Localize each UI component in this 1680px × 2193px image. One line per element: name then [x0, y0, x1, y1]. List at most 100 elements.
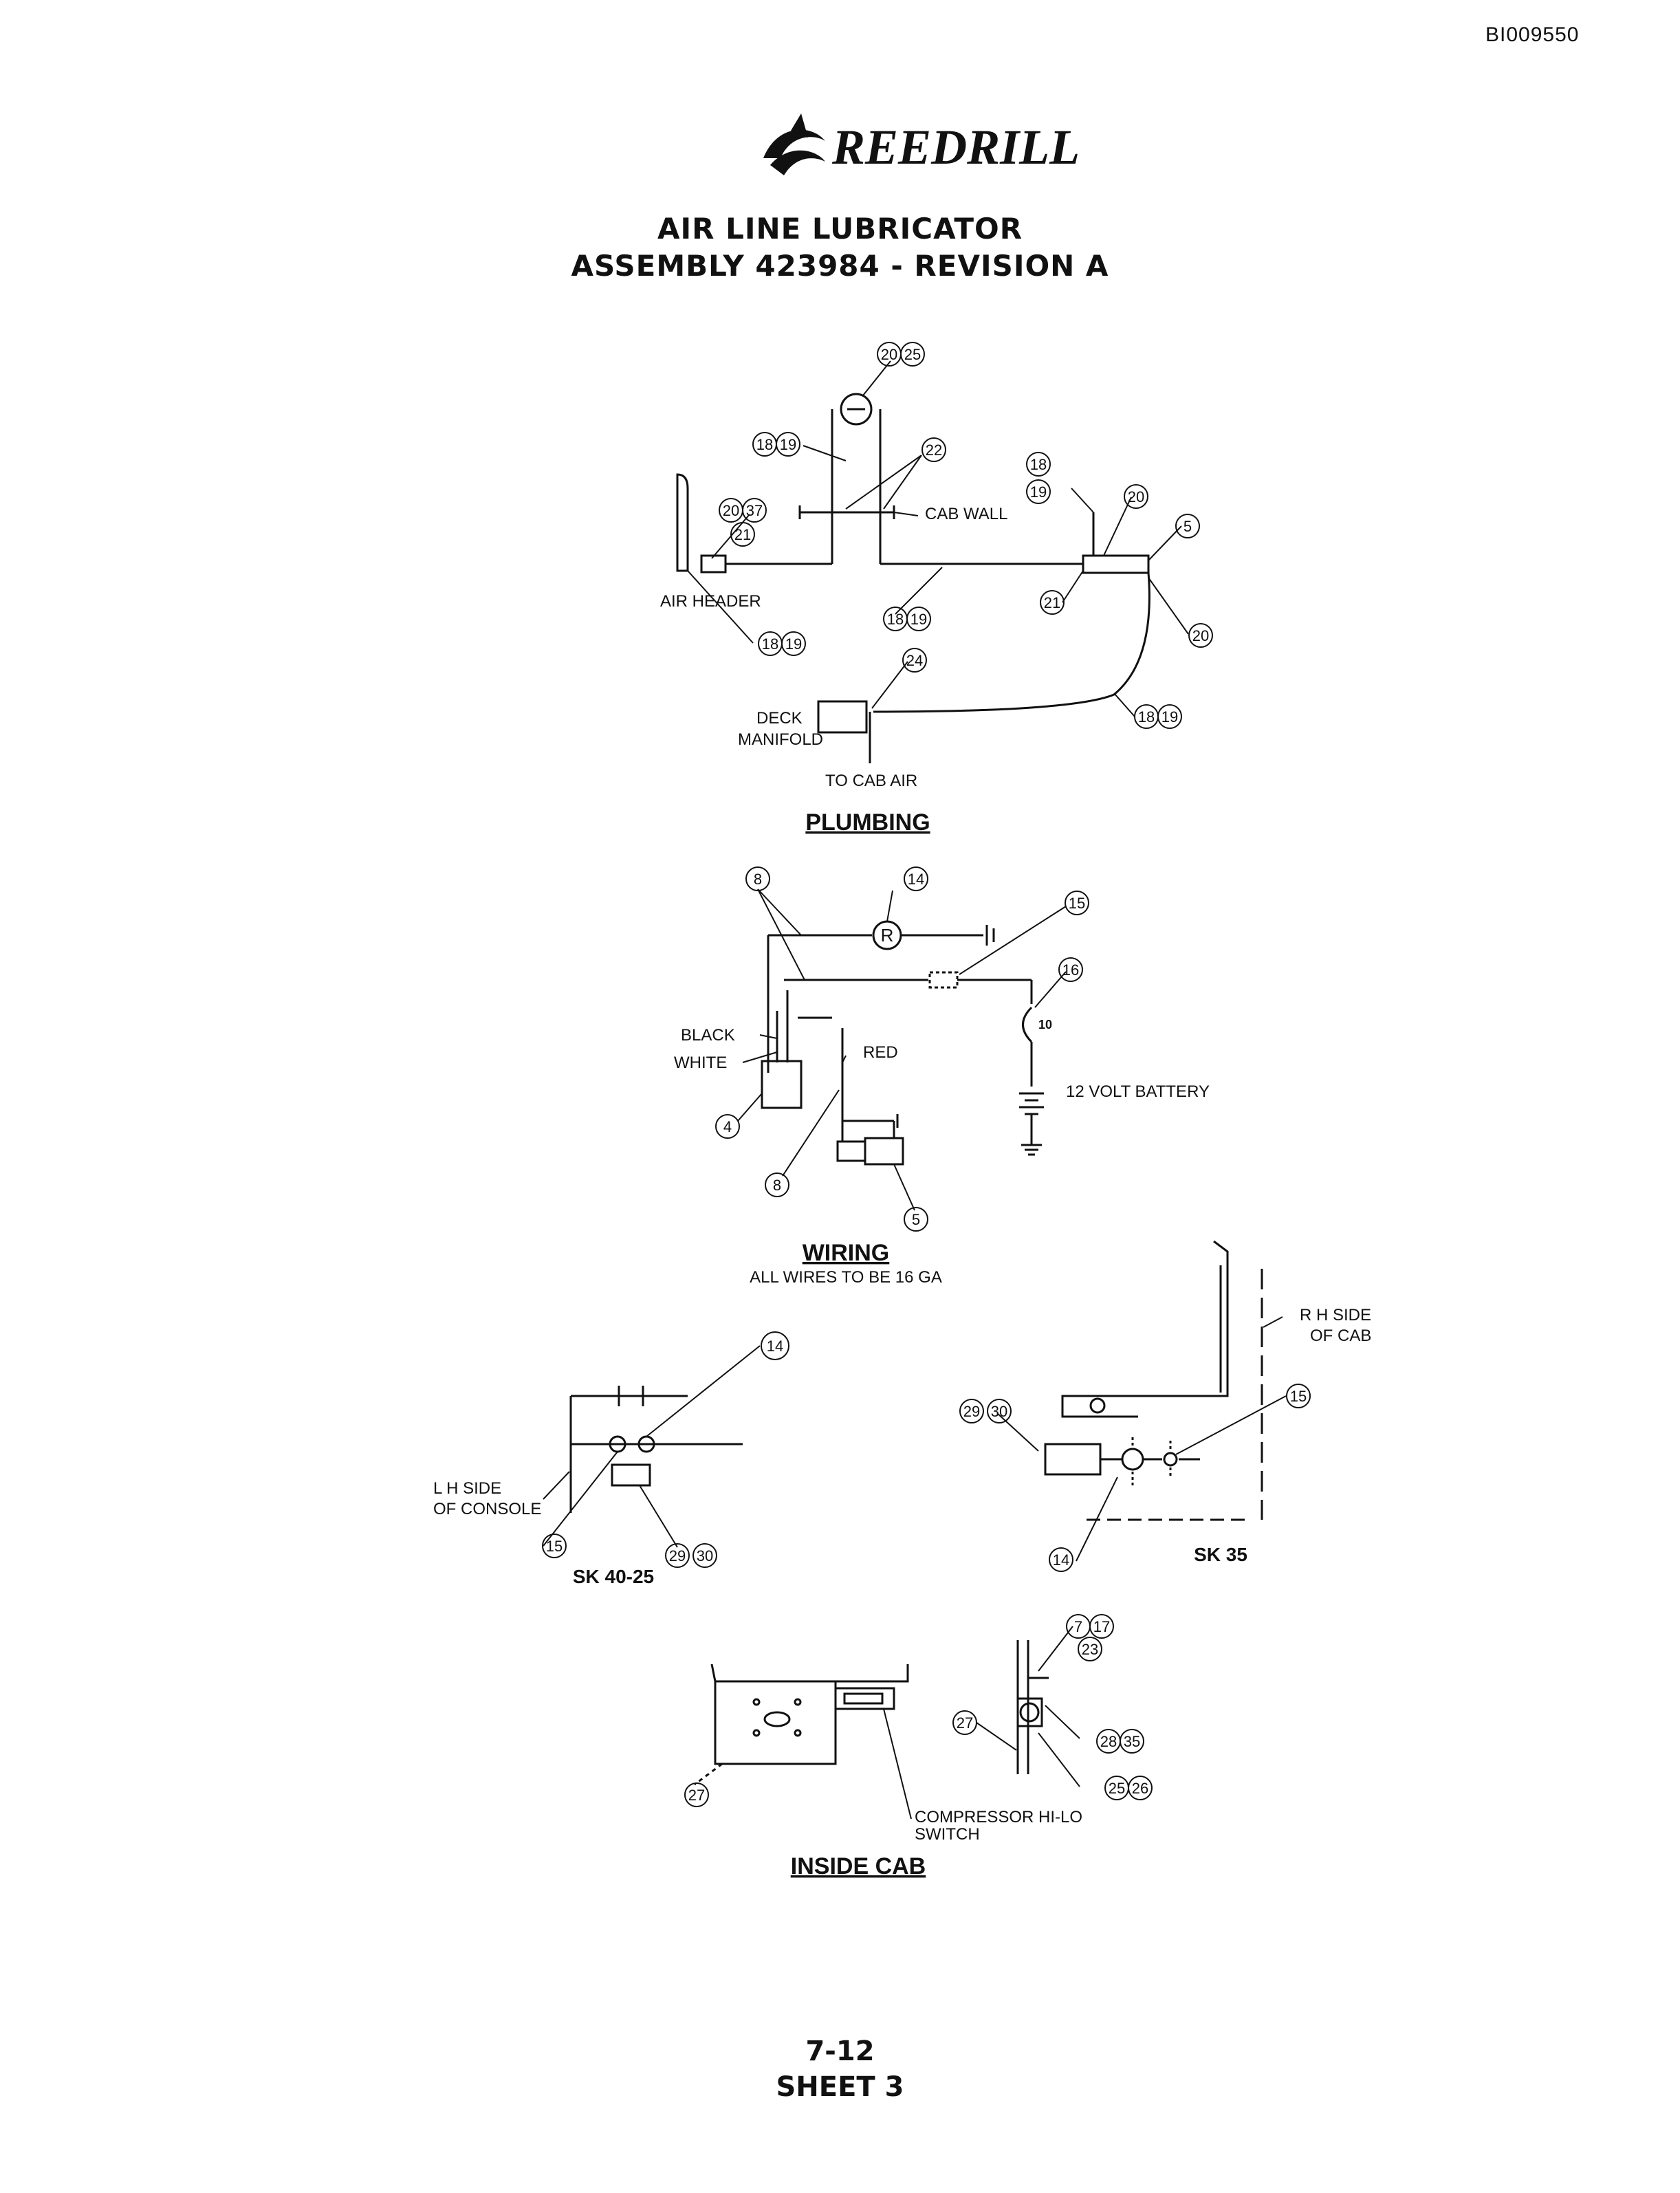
balloon-number: 21: [1044, 594, 1060, 611]
plumbing-drawing: [676, 360, 1189, 763]
sk-35-view: [996, 1240, 1287, 1562]
balloon: [1049, 1547, 1073, 1572]
plumbing-balloons: 20 25 18 19 22 18 19 20 20 37 21 5 21 18…: [719, 342, 1213, 729]
inside-cab-balloons: 27 7 17 23 27 28 35 25 26: [684, 1614, 1153, 1807]
balloon-number: 30: [991, 1403, 1007, 1420]
air-header-pipe: [676, 473, 689, 572]
balloon-number: 20: [1128, 488, 1144, 505]
balloon: [952, 1710, 977, 1735]
balloon-number: 19: [1161, 708, 1178, 725]
hose-to-manifold: [873, 572, 1150, 713]
balloon: [1188, 623, 1213, 648]
balloon-number: 25: [1109, 1780, 1125, 1797]
logo-swirl-icon: [763, 113, 825, 175]
plumbing-section-title: PLUMBING: [805, 809, 930, 836]
compressor-label-line-2: SWITCH: [915, 1825, 980, 1844]
fuse-symbol: [1022, 1006, 1033, 1043]
balloon: [776, 432, 800, 457]
relay-label: R: [881, 925, 894, 946]
balloon-number: 35: [1124, 1733, 1140, 1750]
solenoid-valve: [836, 1140, 866, 1162]
sk-40-25-view: [543, 1345, 761, 1548]
balloon-number: 19: [780, 436, 796, 453]
mounting-panel: [714, 1680, 837, 1765]
balloon: [900, 342, 925, 367]
balloon-number: 25: [904, 346, 921, 363]
lubricator-bracket: [1016, 1697, 1043, 1727]
inside-cab-section-title: INSIDE CAB: [791, 1853, 926, 1879]
page-number: 7-12: [805, 2036, 875, 2067]
balloon-number: 14: [1053, 1551, 1069, 1569]
balloon: [959, 1399, 984, 1423]
balloon-number: 5: [912, 1211, 920, 1228]
balloon: [715, 1114, 740, 1139]
balloon: [1175, 514, 1200, 538]
balloon: [765, 1172, 789, 1197]
inside-cab-drawing: [694, 1626, 1080, 1820]
battery-label: 12 VOLT BATTERY: [1066, 1082, 1210, 1101]
balloon: [904, 1207, 928, 1232]
balloon-number: 24: [906, 652, 923, 669]
balloon: [1026, 452, 1051, 477]
fuse-rating: 10: [1038, 1018, 1052, 1032]
balloon-number: 16: [1062, 961, 1079, 979]
air-header-label: AIR HEADER: [660, 592, 761, 611]
balloon: [1065, 891, 1089, 915]
logo-text: REEDRILL: [831, 120, 1080, 175]
balloon: [1078, 1637, 1102, 1661]
title-line-2: ASSEMBLY 423984 - REVISION A: [571, 249, 1109, 283]
document-id: BI009550: [1485, 23, 1580, 46]
balloon: [745, 866, 770, 891]
air-header-fitting: [700, 554, 727, 574]
balloon-number: 20: [723, 502, 739, 519]
balloon-number: 18: [887, 611, 904, 628]
switch: [1121, 1448, 1144, 1471]
balloon-number: 21: [734, 526, 751, 543]
balloon: [1058, 957, 1083, 982]
balloon-number: 37: [746, 502, 763, 519]
balloon-number: 19: [785, 635, 802, 653]
balloon-number: 18: [1138, 708, 1155, 725]
balloon: [1157, 704, 1182, 729]
balloon: [742, 498, 767, 523]
balloon: [1124, 484, 1148, 509]
balloon: [1026, 479, 1051, 504]
balloon-number: 8: [773, 1177, 781, 1194]
balloon-number: 8: [754, 871, 762, 888]
lubricator: [1082, 554, 1150, 574]
balloon: [665, 1543, 690, 1568]
black-wire-label: BLACK: [681, 1026, 735, 1045]
balloon: [730, 522, 755, 547]
sheet-number: SHEET 3: [776, 2071, 904, 2103]
balloon-number: 30: [697, 1547, 713, 1564]
balloon-number: 15: [1290, 1388, 1307, 1405]
wiring-section-title: WIRING: [803, 1240, 890, 1266]
balloon-number: 5: [1183, 518, 1192, 535]
title-line-1: AIR LINE LUBRICATOR: [657, 212, 1023, 246]
wiring-drawing: R 10: [737, 888, 1067, 1211]
balloon: [902, 648, 927, 673]
white-wire-label: WHITE: [674, 1054, 727, 1072]
compressor-label-line-1: COMPRESSOR HI-LO: [915, 1808, 1082, 1826]
balloon-number: 23: [1082, 1641, 1098, 1658]
balloon-number: 22: [926, 441, 942, 459]
label-plate: [1044, 1443, 1102, 1476]
balloon: [1120, 1729, 1144, 1754]
manifold-label: MANIFOLD: [738, 730, 823, 749]
battery-icon: [1019, 1092, 1044, 1156]
balloon: [781, 631, 806, 656]
console-label: OF CONSOLE: [433, 1500, 541, 1518]
balloon: [921, 437, 946, 462]
balloon: [906, 607, 931, 631]
balloon: [1286, 1384, 1311, 1408]
balloon-number: 27: [957, 1714, 973, 1732]
to-cab-air-label: TO CAB AIR: [825, 772, 917, 790]
label-plate: [611, 1463, 651, 1487]
balloon: [692, 1543, 717, 1568]
balloon-number: 19: [910, 611, 927, 628]
deck-label: DECK: [756, 709, 803, 728]
balloon-number: 20: [1192, 627, 1209, 644]
balloon-number: 28: [1100, 1733, 1117, 1750]
cab-wall-label: CAB WALL: [925, 505, 1007, 523]
